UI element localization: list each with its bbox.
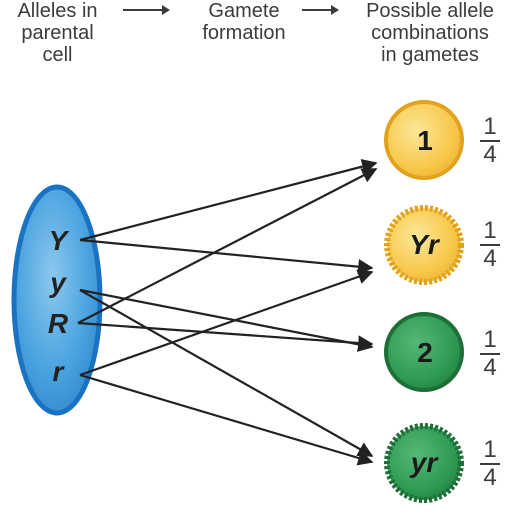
fraction-4-numerator: 1: [483, 436, 496, 463]
arrow-Y-to-gamete-1: [79, 159, 378, 242]
gamete-2-label: Yr: [409, 229, 441, 260]
fraction-1: 1 4: [480, 113, 500, 168]
fraction-2-denominator: 4: [483, 245, 496, 272]
segregation-arrows: [77, 159, 378, 466]
fraction-4: 1 4: [480, 436, 500, 491]
gamete-2: [384, 205, 464, 285]
fraction-3: 1 4: [480, 326, 500, 381]
gamete-3: [384, 312, 464, 392]
arrow-R-to-gamete-1: [77, 168, 378, 324]
header-gamete-formation: Gamete formation: [202, 0, 286, 44]
arrow-Y-to-gamete-2: [79, 238, 374, 275]
fraction-3-numerator: 1: [483, 326, 496, 353]
arrow-y-to-gamete-3: [79, 288, 374, 352]
fraction-1-denominator: 4: [483, 141, 496, 168]
fraction-2-numerator: 1: [483, 217, 496, 244]
fraction-3-denominator: 4: [483, 354, 496, 381]
arrow-r-to-gamete-2: [79, 269, 374, 377]
fraction-2: 1 4: [480, 217, 500, 272]
parental-cell: [11, 184, 103, 416]
header-arrow-icon: [123, 5, 170, 15]
fraction-1-numerator: 1: [483, 113, 496, 140]
gamete-1: [384, 100, 464, 180]
allele-R: R: [48, 308, 69, 339]
fraction-4-denominator: 4: [483, 464, 496, 491]
allele-y: y: [48, 267, 67, 298]
allele-r: r: [53, 356, 66, 387]
gamete-3-label: 2: [417, 337, 433, 368]
header-arrow-icon: [302, 5, 339, 15]
arrow-r-to-gamete-4: [79, 373, 374, 466]
gamete-4: [384, 423, 464, 503]
arrow-y-to-gamete-4: [79, 289, 374, 457]
allele-Y: Y: [49, 225, 70, 256]
arrow-R-to-gamete-3: [77, 321, 374, 351]
gamete-1-label: 1: [417, 125, 433, 156]
gamete-4-label: yr: [409, 447, 440, 478]
header-possible-combinations: Possible allele combinations in gametes: [366, 0, 494, 66]
header-alleles-in-parental-cell: Alleles in parental cell: [17, 0, 98, 66]
